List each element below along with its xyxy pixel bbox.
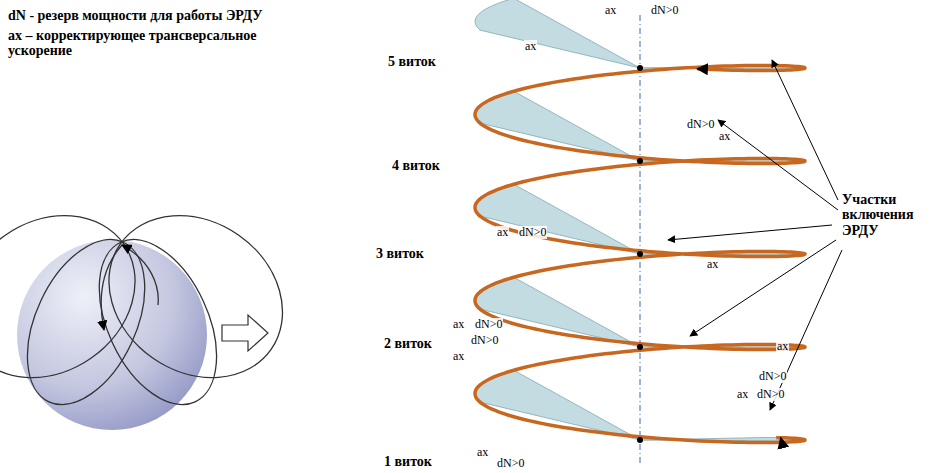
axis-dot (637, 344, 643, 350)
axis-dot (637, 158, 643, 164)
axis-dot (637, 65, 643, 71)
leader-lines (668, 60, 842, 410)
transition-arrow (222, 315, 268, 351)
thrust-sector (475, 277, 640, 347)
acceleration-label: ax (718, 130, 731, 143)
power-reserve-label: dN>0 (496, 457, 525, 470)
acceleration-label: ax (524, 40, 537, 53)
callout-label: Участки включения ЭРДУ (842, 192, 942, 238)
axis-dot (637, 437, 643, 443)
start-arrow (781, 438, 783, 444)
acceleration-label: ax (476, 446, 489, 459)
planet (0, 182, 314, 430)
power-reserve-label: dN>0 (758, 370, 787, 383)
acceleration-label: ax (736, 388, 749, 401)
turn-label: 4 виток (392, 158, 440, 173)
end-arrow (697, 68, 705, 70)
thrust-sector (475, 91, 640, 161)
legend-note: ax – корректирующее трансверсальное уско… (8, 28, 308, 59)
spiral-trajectory (475, 65, 805, 443)
axis-points (637, 65, 643, 443)
acceleration-label: ax (496, 226, 509, 239)
turn-label: 2 виток (384, 336, 432, 351)
legend-note: dN - резерв мощности для работы ЭРДУ (8, 8, 263, 23)
orbits (0, 182, 314, 423)
acceleration-label: ax (706, 258, 719, 271)
axis-dot (637, 251, 643, 257)
power-reserve-label: dN>0 (686, 118, 715, 131)
power-reserve-label: dN>0 (470, 334, 499, 347)
acceleration-label: ax (604, 4, 617, 17)
power-reserve-label: dN>0 (756, 388, 785, 401)
helix-path (475, 65, 805, 442)
acceleration-label: ax (452, 318, 465, 331)
power-reserve-label: dN>0 (650, 4, 679, 17)
acceleration-label: ax (452, 350, 465, 363)
turn-label: 1 виток (384, 454, 432, 469)
thrust-sector (475, 184, 640, 254)
power-reserve-label: dN>0 (474, 318, 503, 331)
thrust-sector (475, 0, 640, 68)
acceleration-label: ax (776, 340, 789, 353)
power-reserve-label: dN>0 (518, 226, 547, 239)
turn-label: 5 виток (388, 54, 436, 69)
axis (640, 15, 641, 465)
turn-label: 3 виток (376, 246, 424, 261)
sphere (17, 240, 207, 430)
thrust-sector (475, 370, 640, 440)
